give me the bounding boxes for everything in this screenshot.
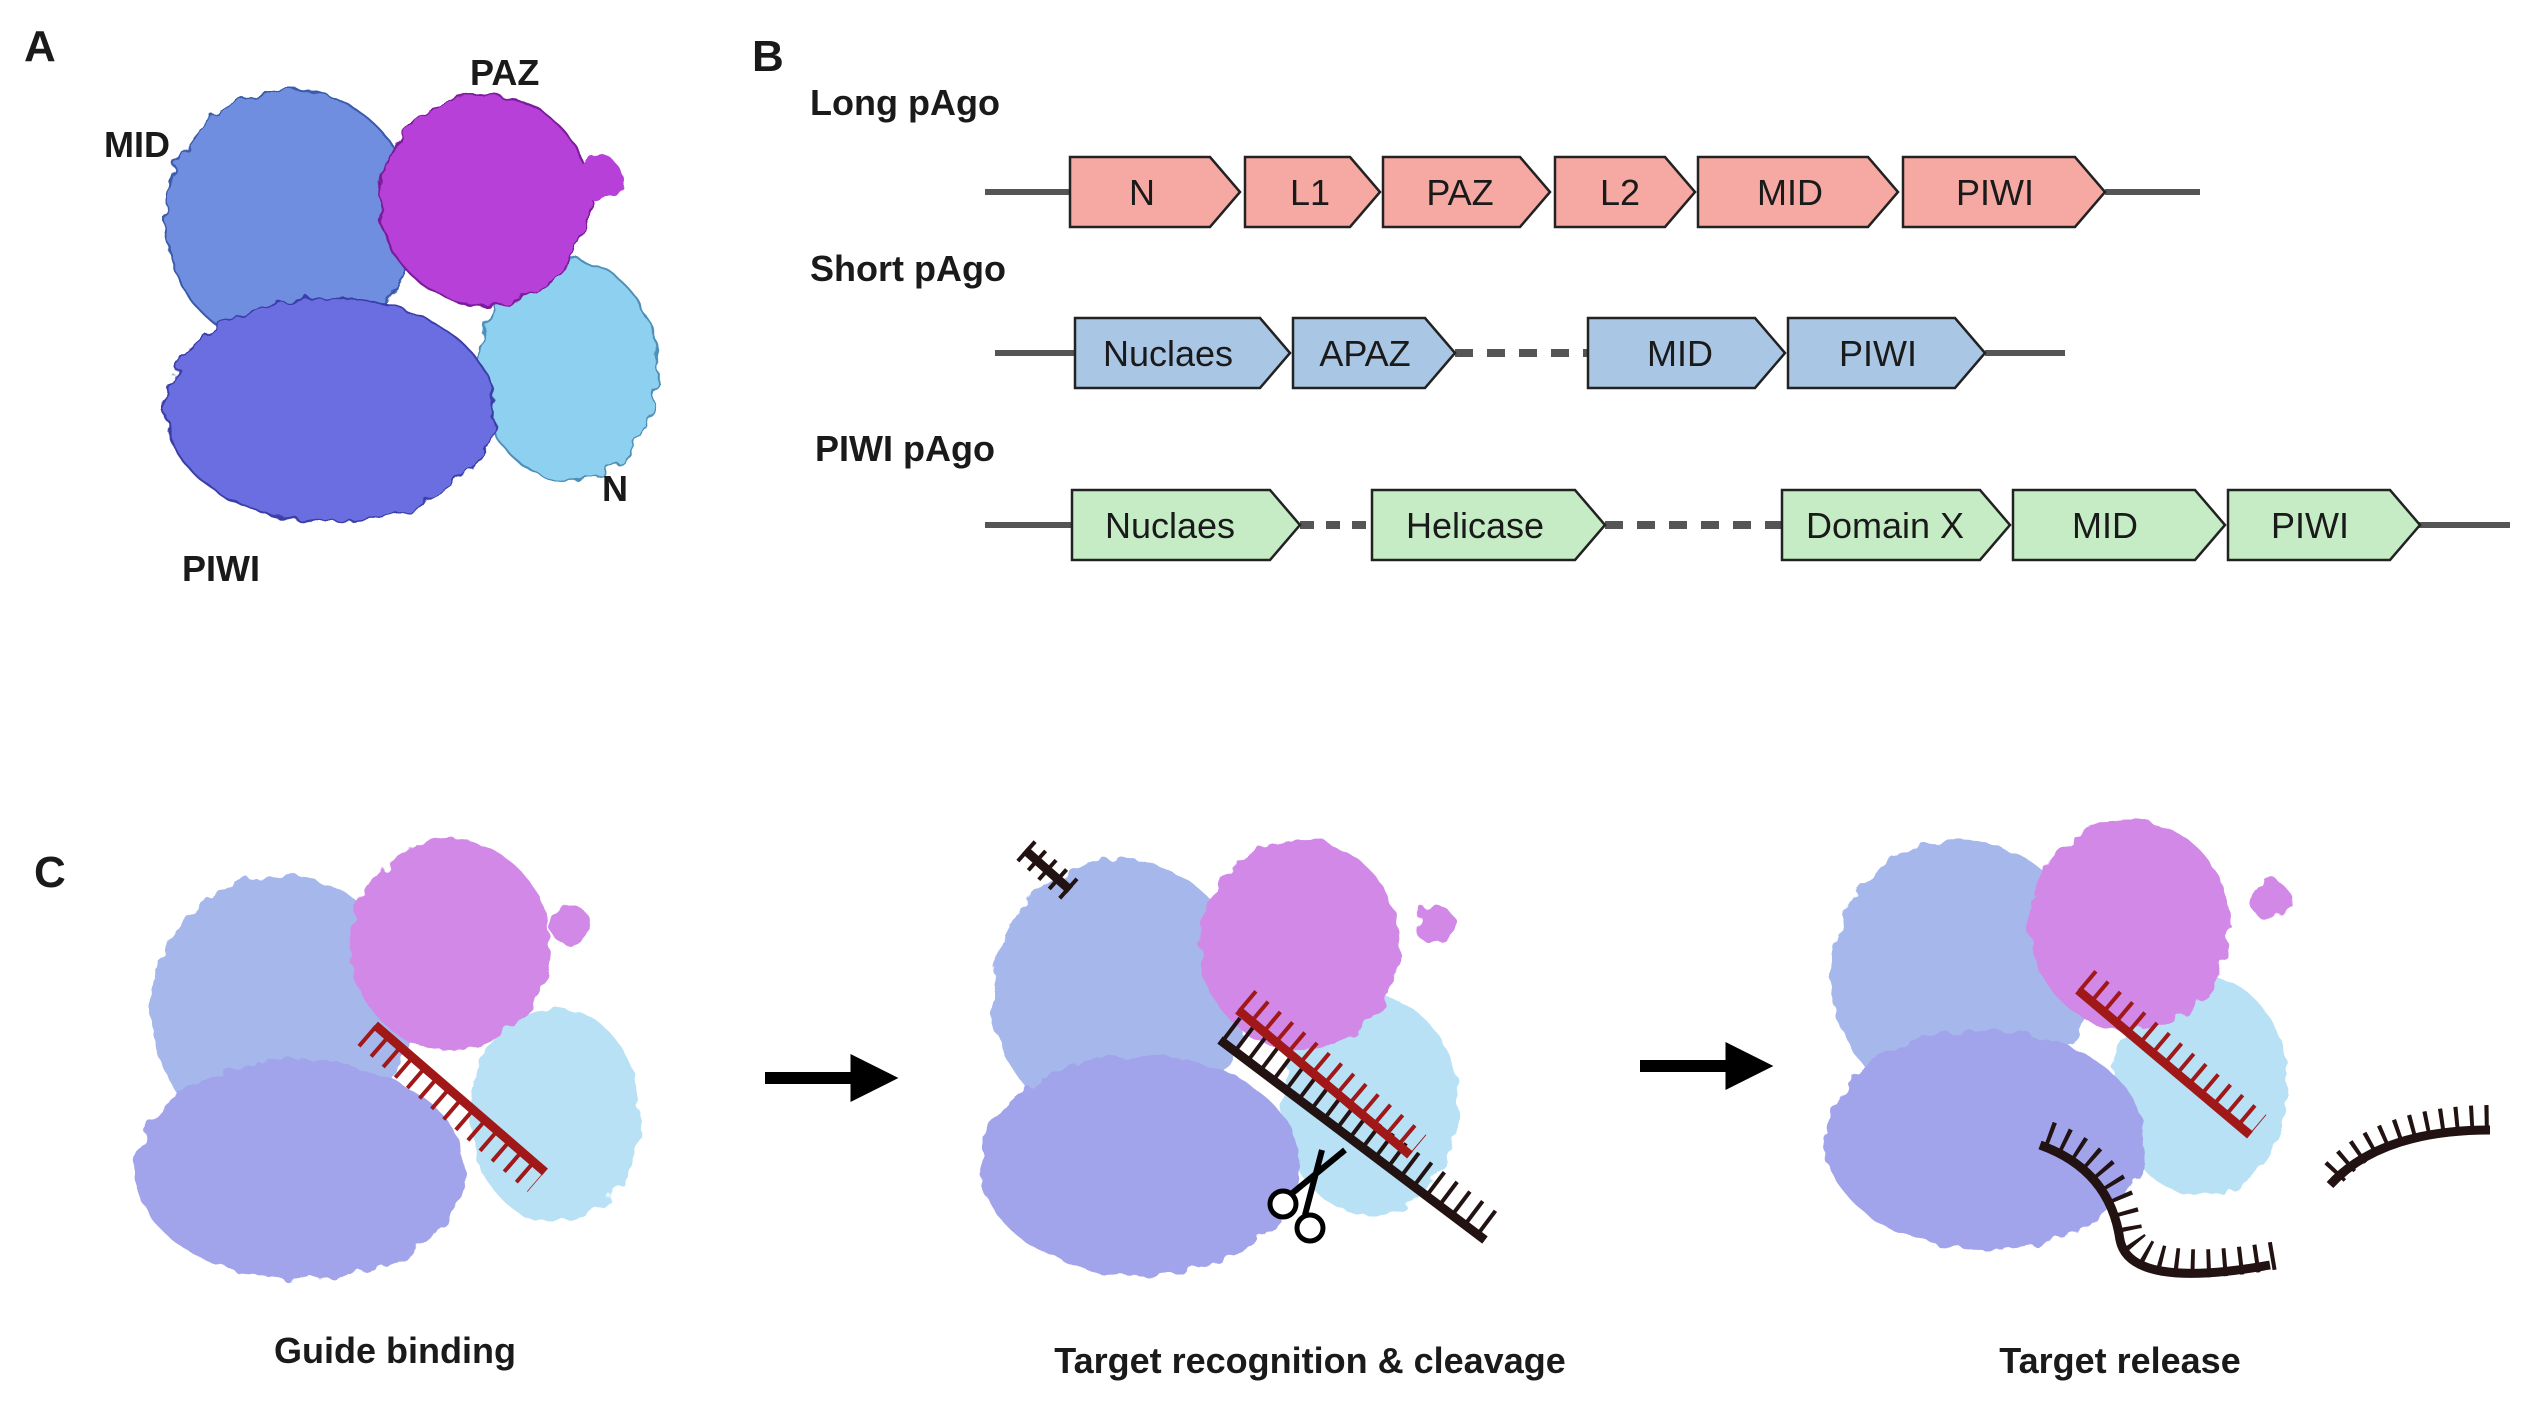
domain-n: N (1068, 155, 1242, 229)
architecture-short: Nuclaes APAZ MID PIWI (995, 316, 2065, 390)
protein-structure-a (164, 89, 659, 523)
domain-l2: L2 (1553, 155, 1697, 229)
guide-strand-2 (1235, 990, 1427, 1159)
architecture-long: N L1 PAZ L2 MID PIWI (985, 155, 2200, 229)
domain-piwi: PIWI (1901, 155, 2107, 229)
structure-label-piwi: PIWI (182, 548, 260, 589)
domain-paz: PAZ (1381, 155, 1552, 229)
piwi-domain-blob (164, 297, 496, 523)
guide-strand-3 (2075, 970, 2267, 1139)
svg-text:Nuclaes: Nuclaes (1105, 505, 1235, 546)
structure-label-mid: MID (104, 124, 170, 165)
guide-strand-1 (357, 1021, 548, 1192)
architecture-name-long: Long pAgo (810, 82, 1000, 123)
svg-text:MID: MID (2072, 505, 2138, 546)
domain-x: Domain X (1780, 488, 2012, 562)
paz-tail-blob (578, 156, 622, 200)
structure-label-n: N (602, 468, 628, 509)
protein-structure-c1 (135, 840, 640, 1280)
step-caption-target-release: Target release (1999, 1340, 2241, 1381)
svg-text:Domain X: Domain X (1806, 505, 1964, 546)
svg-text:PAZ: PAZ (1426, 172, 1493, 213)
protein-structure-c3 (1825, 820, 2290, 1250)
svg-text:L2: L2 (1600, 172, 1640, 213)
domain-piwi: PIWI (1786, 316, 1987, 390)
domain-nuclaes: Nuclaes (1070, 488, 1302, 562)
svg-text:Helicase: Helicase (1406, 505, 1544, 546)
svg-text:PIWI: PIWI (1839, 333, 1917, 374)
scissors-icon (1267, 1147, 1347, 1244)
step-caption-target-recognition: Target recognition & cleavage (1054, 1340, 1566, 1381)
svg-text:L1: L1 (1290, 172, 1330, 213)
svg-text:PIWI: PIWI (2271, 505, 2349, 546)
architecture-name-short: Short pAgo (810, 248, 1006, 289)
panel-letter-b: B (752, 32, 784, 81)
domain-piwi: PIWI (2226, 488, 2422, 562)
released-target-strand-b (2324, 1105, 2495, 1189)
svg-text:Nuclaes: Nuclaes (1103, 333, 1233, 374)
domain-nuclaes: Nuclaes (1073, 316, 1292, 390)
domain-mid: MID (2011, 488, 2227, 562)
svg-text:MID: MID (1757, 172, 1823, 213)
domain-mid: MID (1696, 155, 1900, 229)
protein-structure-c2 (980, 840, 1458, 1275)
svg-text:MID: MID (1647, 333, 1713, 374)
domain-l1: L1 (1243, 155, 1382, 229)
target-strand-2 (1016, 840, 1504, 1244)
paz-domain-blob (379, 94, 591, 306)
panel-letter-a: A (24, 22, 56, 71)
svg-text:APAZ: APAZ (1319, 333, 1410, 374)
domain-apaz: APAZ (1291, 316, 1457, 390)
released-target-strand-a (2038, 1121, 2281, 1278)
structure-label-paz: PAZ (470, 52, 540, 93)
domain-helicase: Helicase (1370, 488, 1607, 562)
architecture-piwi: Nuclaes Helicase Domain X MID PIWI (985, 488, 2510, 562)
svg-text:PIWI: PIWI (1956, 172, 2034, 213)
panel-letter-c: C (34, 848, 66, 897)
svg-text:N: N (1129, 172, 1155, 213)
architecture-name-piwi: PIWI pAgo (815, 428, 995, 469)
step-caption-guide-binding: Guide binding (274, 1330, 516, 1371)
domain-mid: MID (1586, 316, 1787, 390)
